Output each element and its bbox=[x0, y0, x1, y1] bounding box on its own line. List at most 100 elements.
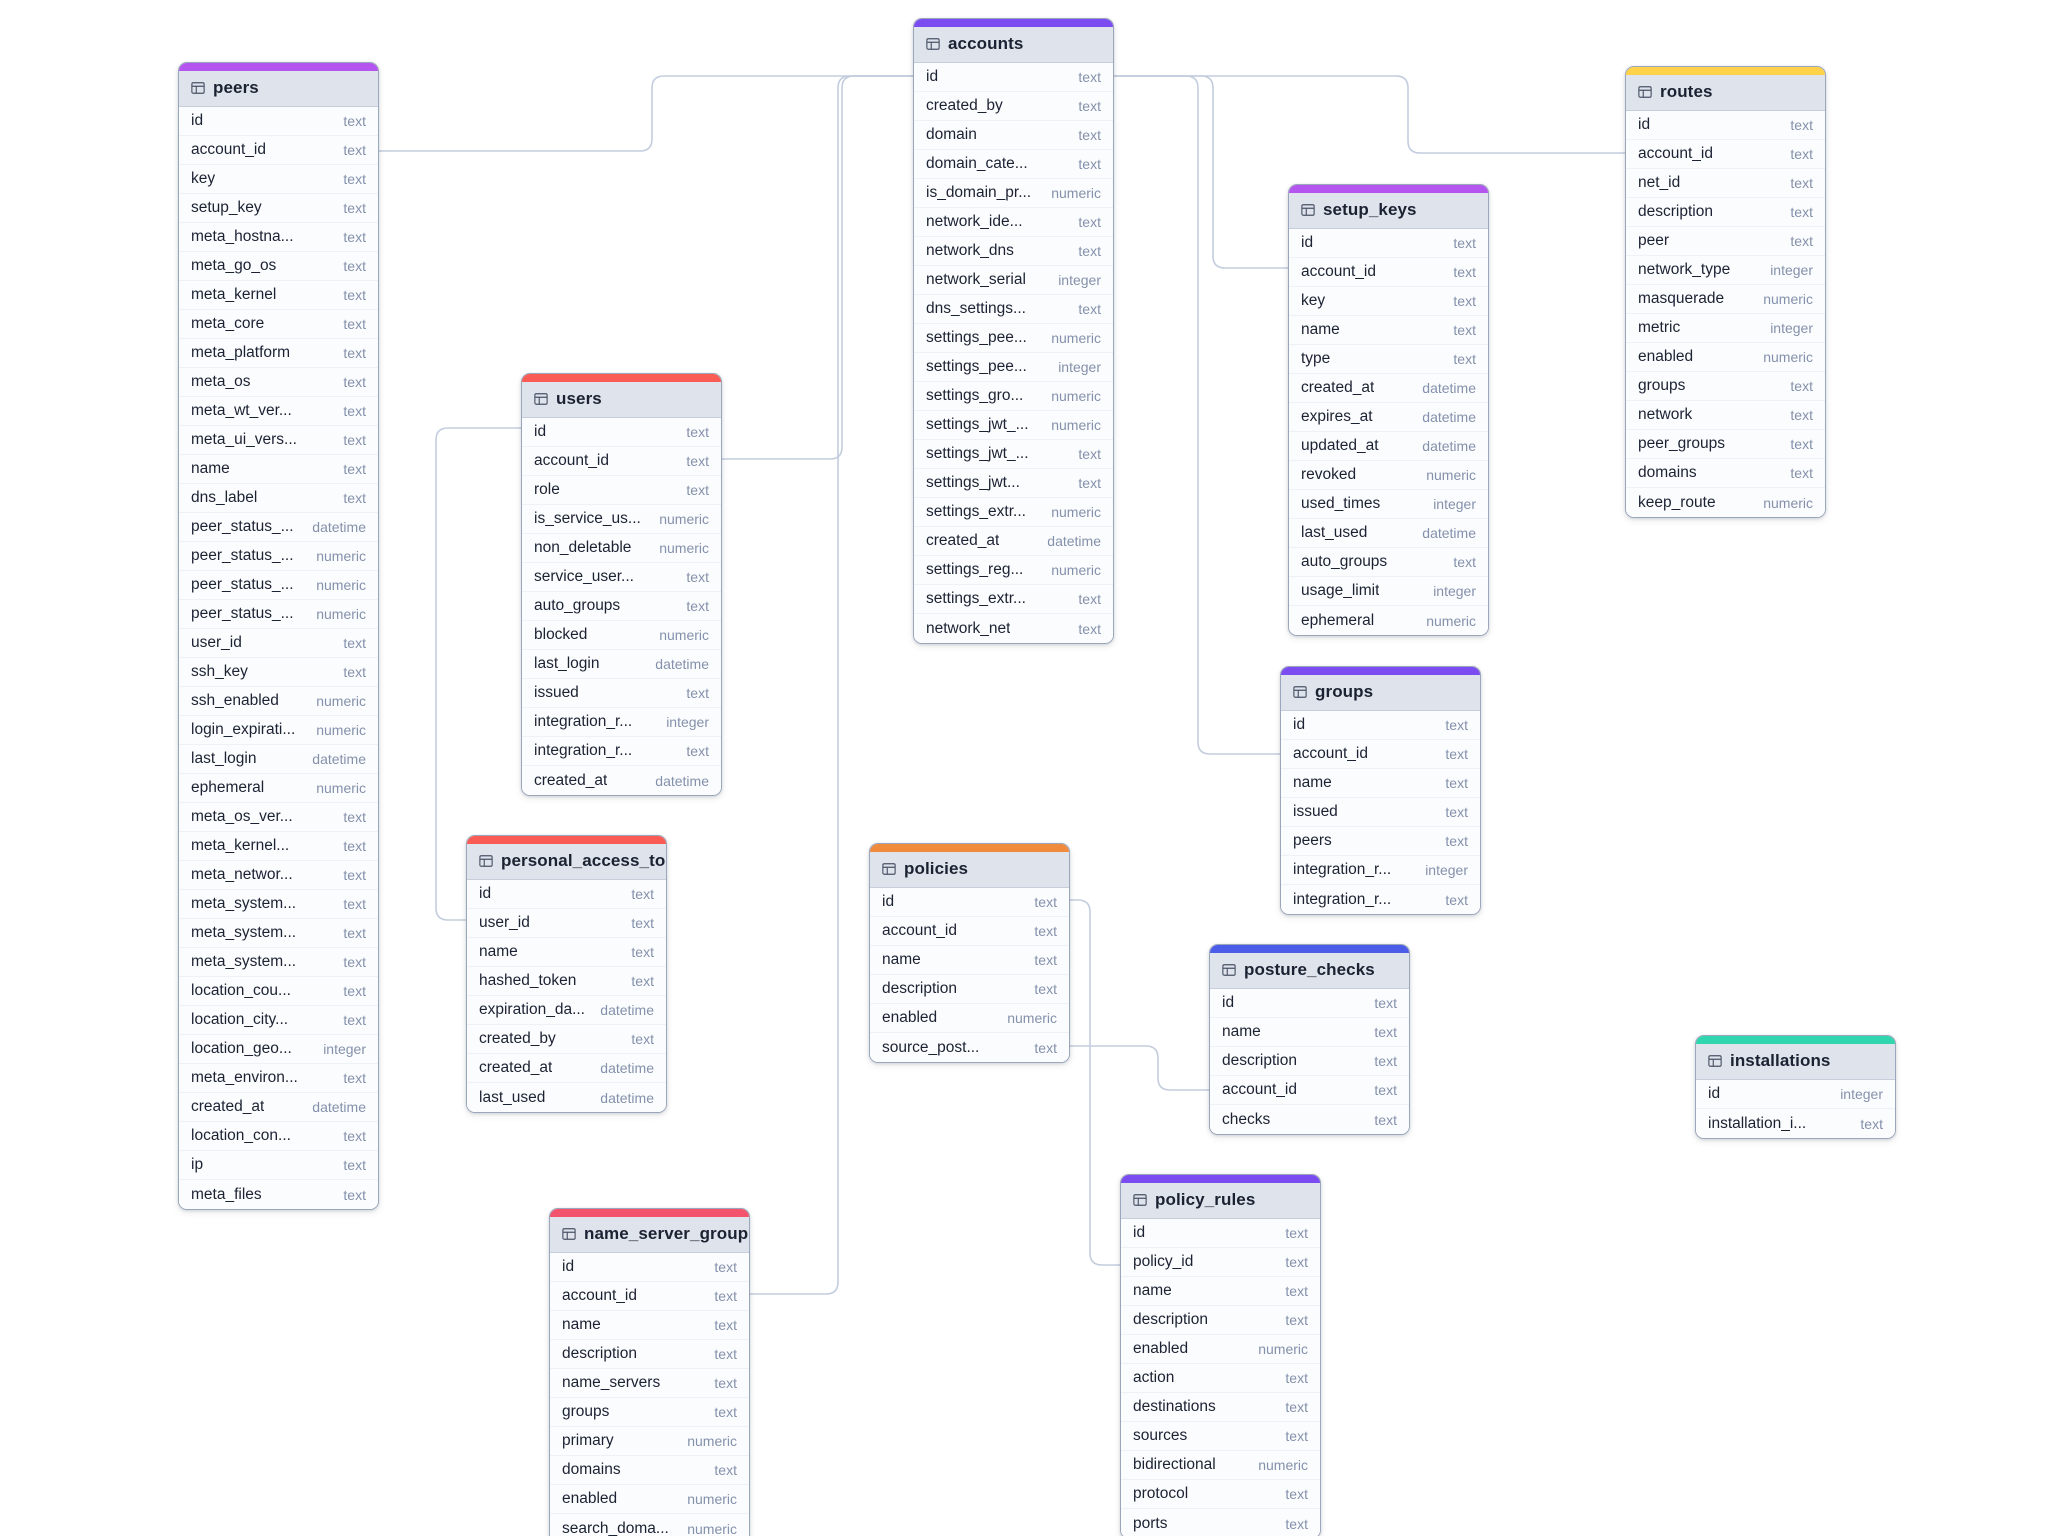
column-row[interactable]: meta_networ...text bbox=[179, 861, 378, 890]
column-row[interactable]: location_geo...integer bbox=[179, 1035, 378, 1064]
column-row[interactable]: meta_system...text bbox=[179, 948, 378, 977]
column-row[interactable]: settings_pee...integer bbox=[914, 353, 1113, 382]
column-row[interactable]: expiration_da...datetime bbox=[467, 996, 666, 1025]
table-header-routes[interactable]: routes bbox=[1626, 75, 1825, 111]
column-row[interactable]: settings_reg...numeric bbox=[914, 556, 1113, 585]
column-row[interactable]: meta_system...text bbox=[179, 919, 378, 948]
column-row[interactable]: settings_jwt_...numeric bbox=[914, 411, 1113, 440]
column-row[interactable]: location_cou...text bbox=[179, 977, 378, 1006]
column-row[interactable]: settings_jwt...text bbox=[914, 469, 1113, 498]
column-row[interactable]: location_city...text bbox=[179, 1006, 378, 1035]
table-header-installations[interactable]: installations bbox=[1696, 1044, 1895, 1080]
column-row[interactable]: settings_extr...text bbox=[914, 585, 1113, 614]
column-row[interactable]: meta_wt_ver...text bbox=[179, 397, 378, 426]
table-header-accounts[interactable]: accounts bbox=[914, 27, 1113, 63]
column-row[interactable]: integration_r...text bbox=[522, 737, 721, 766]
column-row[interactable]: location_con...text bbox=[179, 1122, 378, 1151]
table-header-posture_checks[interactable]: posture_checks bbox=[1210, 953, 1409, 989]
column-row[interactable]: integration_r...text bbox=[1281, 885, 1480, 914]
column-row[interactable]: dns_settings...text bbox=[914, 295, 1113, 324]
table-header-policy_rules[interactable]: policy_rules bbox=[1121, 1183, 1320, 1219]
column-row[interactable]: is_service_us...numeric bbox=[522, 505, 721, 534]
column-row[interactable]: network_ide...text bbox=[914, 208, 1113, 237]
table-header-users[interactable]: users bbox=[522, 382, 721, 418]
table-header-name_server_groups[interactable]: name_server_groups bbox=[550, 1217, 749, 1253]
column-row[interactable]: meta_ui_vers...text bbox=[179, 426, 378, 455]
table-header-peers[interactable]: peers bbox=[179, 71, 378, 107]
column-row[interactable]: settings_jwt_...text bbox=[914, 440, 1113, 469]
column-row[interactable]: peer_status_...numeric bbox=[179, 542, 378, 571]
table-header-setup_keys[interactable]: setup_keys bbox=[1289, 193, 1488, 229]
